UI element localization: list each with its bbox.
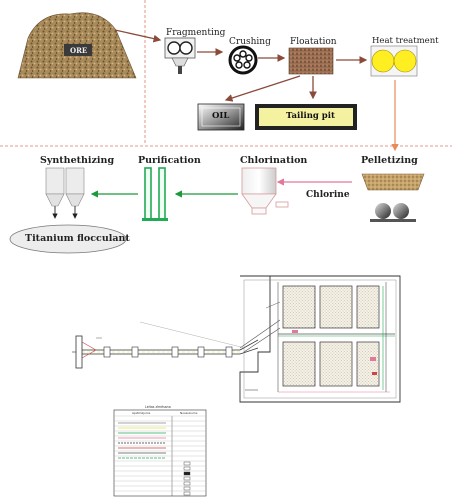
pelletizing-unit <box>361 173 425 222</box>
arrow-floatation-oil <box>224 75 301 102</box>
pelletizing-label: Pelletizing <box>361 155 418 166</box>
legend-title: Leitas zīmēsana <box>145 405 171 409</box>
fragmenting-label: Fragmenting <box>166 28 226 38</box>
lower-basins <box>282 341 380 387</box>
oil-box <box>197 103 245 131</box>
titanium-flocculant-label: Titanium flocculant <box>25 233 130 244</box>
ore-label-box <box>64 44 92 56</box>
upper-basins <box>282 285 380 329</box>
pipeline-manholes <box>103 346 233 358</box>
heat-treatment-label: Heat treatment <box>372 36 439 46</box>
legend-col-1: Apzīmējums <box>132 411 151 415</box>
chlorination-tank <box>241 167 289 215</box>
crushing-label: Crushing <box>229 37 271 47</box>
floatation-tank <box>288 47 334 75</box>
heat-treatment-unit <box>370 45 418 77</box>
tailing-pit-label: Tailing pit <box>286 111 335 121</box>
fragmenting-machine <box>164 37 196 74</box>
main-pipeline <box>82 319 281 355</box>
plant-outline <box>239 275 401 403</box>
synthethizing-label: Synthethizing <box>40 155 115 166</box>
synthethizing-tanks <box>45 167 85 219</box>
titanium-flocculant-ellipse <box>9 224 127 254</box>
crushing-machine <box>228 45 258 75</box>
site-plan-drawing <box>72 275 401 497</box>
purification-columns <box>142 167 168 221</box>
chlorine-label: Chlorine <box>306 190 350 200</box>
legend-table <box>113 409 207 497</box>
ore-label: ORE <box>70 46 88 55</box>
legend-col-2: Nosaukums <box>180 411 198 415</box>
process-diagram <box>0 0 452 254</box>
arrow-ore-fragmenting <box>114 29 162 43</box>
floatation-label: Floatation <box>290 37 337 47</box>
purification-label: Purification <box>138 155 201 166</box>
chlorination-label: Chlorination <box>240 155 308 166</box>
oil-label: OIL <box>212 111 230 121</box>
intake-structure <box>72 335 102 369</box>
